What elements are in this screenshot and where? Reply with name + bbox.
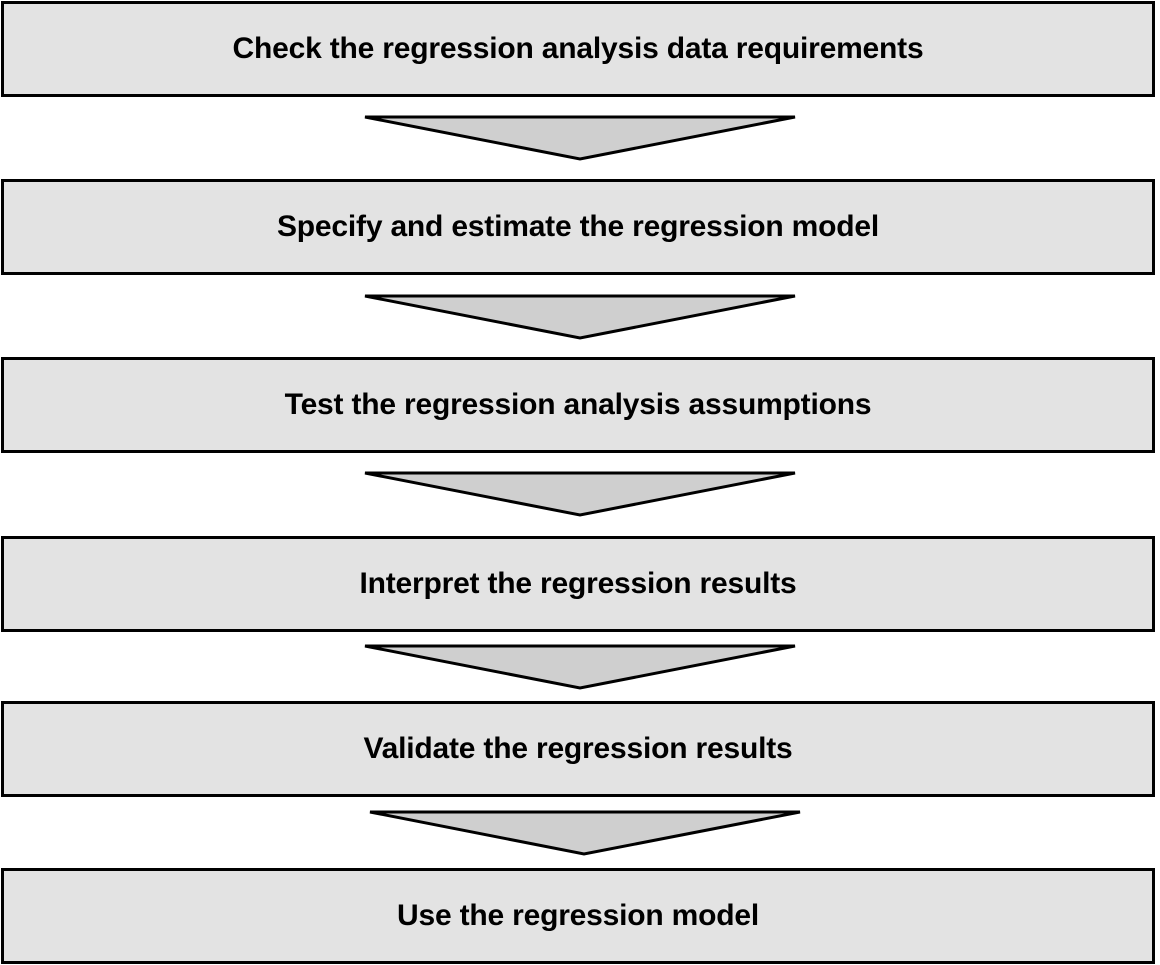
flow-step-label: Validate the regression results: [363, 732, 793, 765]
flow-step-label: Interpret the regression results: [359, 567, 797, 600]
flow-step-validate-results: Validate the regression results: [1, 701, 1155, 797]
down-arrow-icon: [364, 115, 796, 161]
down-arrow-icon: [364, 294, 796, 340]
down-arrow-icon: [364, 471, 796, 517]
flow-step-specify-estimate-model: Specify and estimate the regression mode…: [1, 179, 1155, 275]
down-arrow-icon: [369, 810, 801, 856]
flow-step-interpret-results: Interpret the regression results: [1, 536, 1155, 632]
flow-step-label: Test the regression analysis assumptions: [284, 388, 872, 421]
flow-step-label: Specify and estimate the regression mode…: [277, 210, 879, 243]
flow-step-label: Use the regression model: [397, 899, 759, 932]
flow-step-check-data-requirements: Check the regression analysis data requi…: [1, 1, 1155, 97]
flow-step-test-assumptions: Test the regression analysis assumptions: [1, 357, 1155, 453]
flow-step-use-model: Use the regression model: [1, 868, 1155, 964]
down-arrow-icon: [364, 644, 796, 690]
flow-step-label: Check the regression analysis data requi…: [232, 32, 924, 65]
